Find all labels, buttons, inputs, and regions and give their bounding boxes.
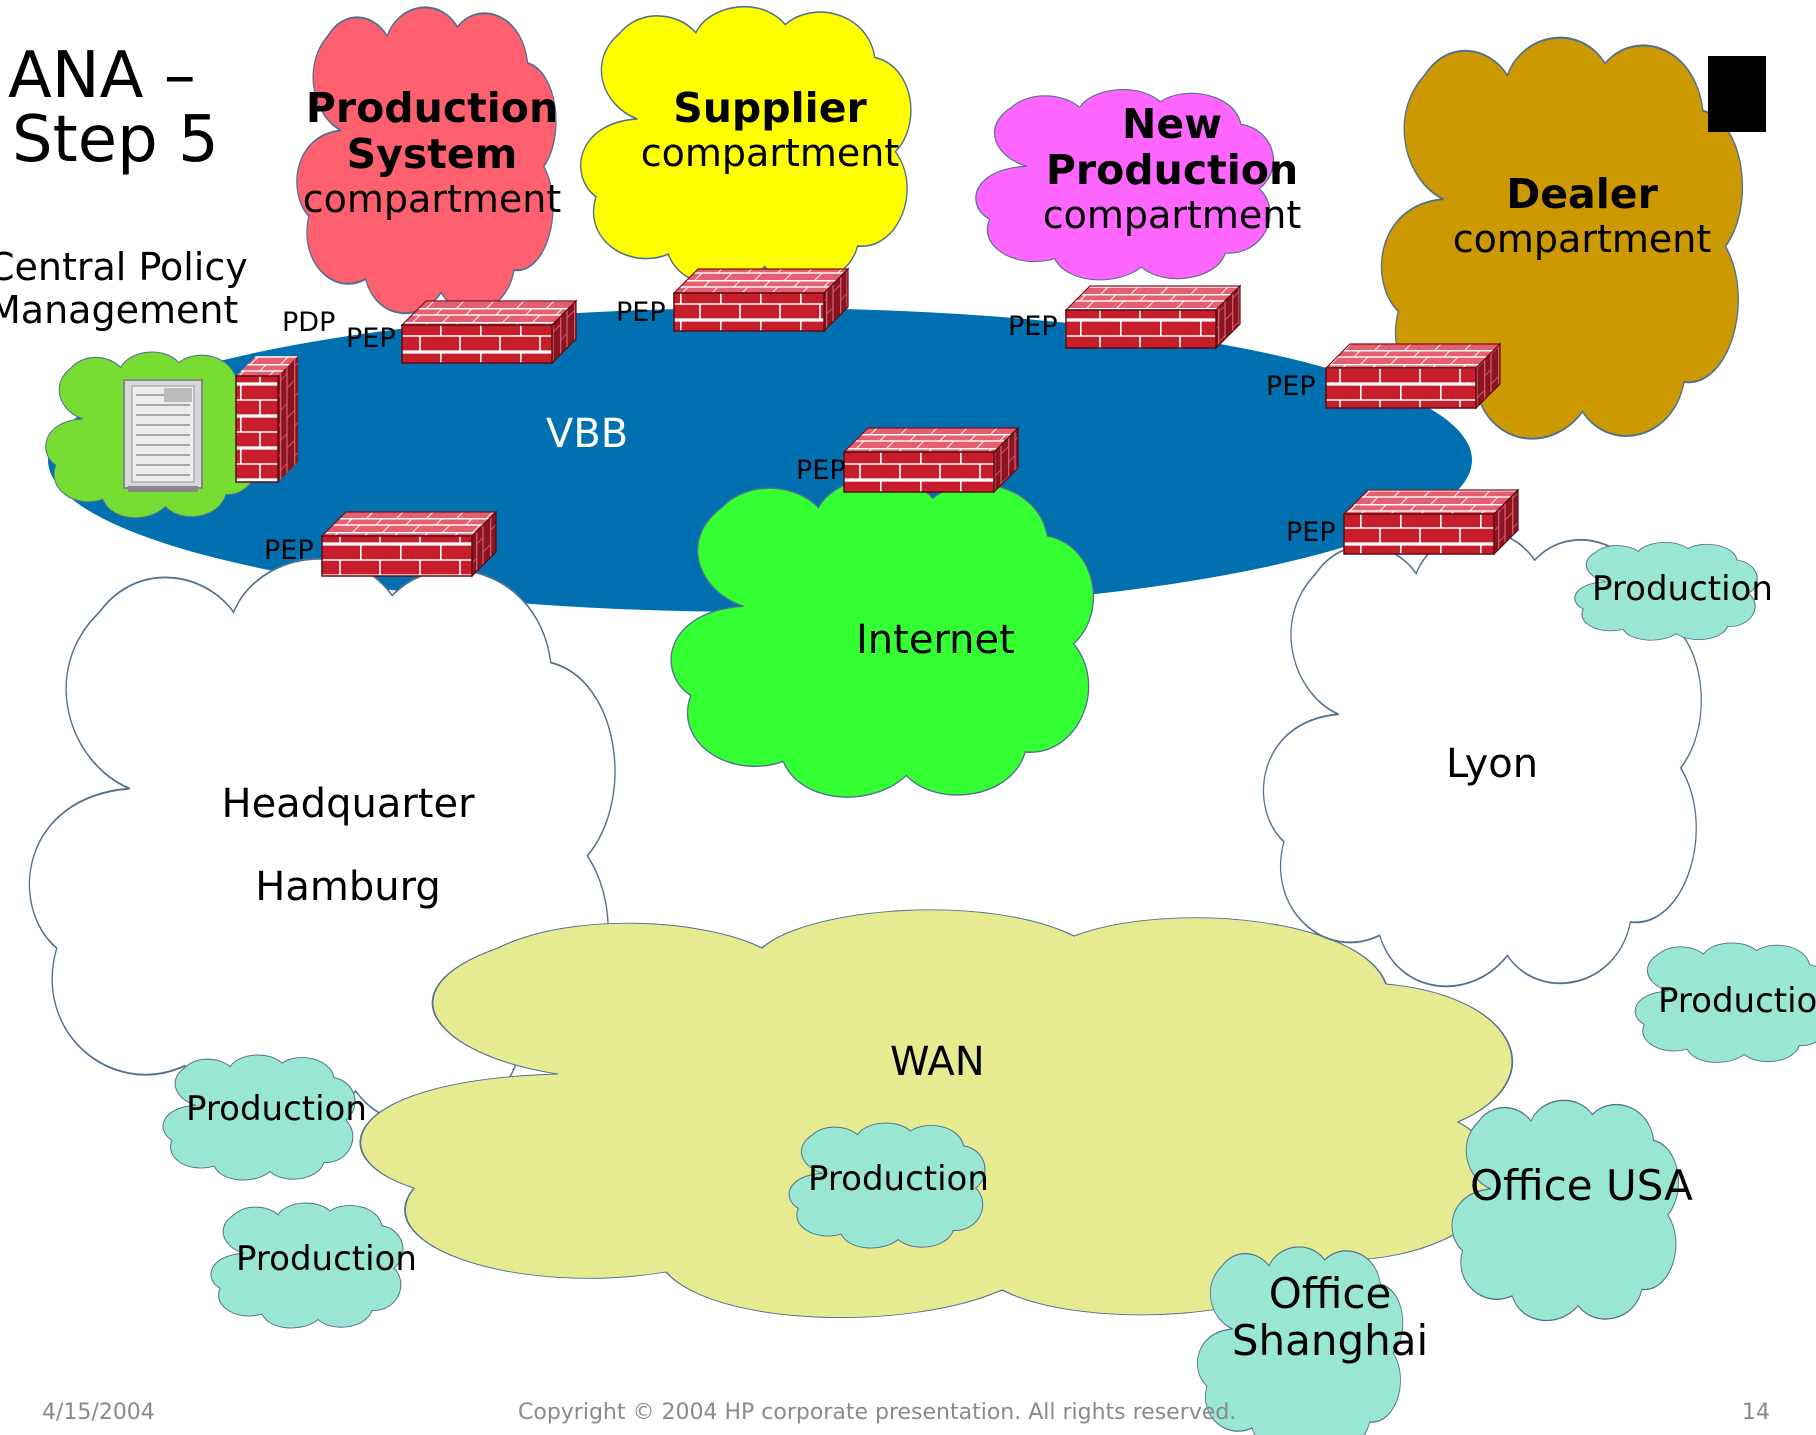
- internet-label: Internet: [856, 617, 1015, 663]
- firewall-lyon-icon: [1342, 488, 1520, 556]
- office-usa-label: Office USA: [1470, 1161, 1693, 1210]
- firewall-internet-icon: [842, 426, 1020, 494]
- pep-label-headquarter: PEP: [264, 535, 314, 566]
- headquarter-label: Headquarter Hamburg: [221, 782, 474, 910]
- logo-icon: [1708, 56, 1766, 132]
- office-shanghai-line-2: Shanghai: [1231, 1316, 1429, 1366]
- pep-label-dealer: PEP: [1266, 371, 1316, 402]
- new-production-bold-1: New: [1122, 100, 1222, 148]
- firewall-supplier-icon: [672, 267, 850, 333]
- slide-title: ANA – Step 5: [8, 44, 219, 172]
- policy-label: Central Policy Management: [0, 246, 248, 331]
- new-production-word: compartment: [1042, 192, 1302, 237]
- new-production-bold-2: Production: [1045, 145, 1299, 194]
- firewall-headquarter-icon: [320, 510, 498, 578]
- supplier-bold: Supplier: [673, 84, 867, 132]
- title-line-2: Step 5: [12, 103, 219, 177]
- pep-label-production-system: PEP: [346, 323, 396, 354]
- server-icon: [123, 379, 203, 492]
- pep-label-internet: PEP: [796, 455, 846, 486]
- pep-label-supplier: PEP: [616, 297, 666, 328]
- production-system-label: Production System compartment: [302, 84, 562, 221]
- footer-page-number: 14: [1742, 1400, 1770, 1425]
- pep-label-lyon: PEP: [1286, 517, 1336, 548]
- office-usa-cloud: [1451, 1099, 1680, 1322]
- firewall-dealer-icon: [1324, 342, 1502, 410]
- production-label-hq-bottom: Production: [236, 1239, 417, 1279]
- lyon-label: Lyon: [1446, 741, 1539, 787]
- production-system-bold-1: Production: [305, 84, 559, 132]
- policy-firewall-icon: [235, 356, 298, 483]
- policy-label-line-2: Management: [0, 287, 239, 332]
- footer-copyright: Copyright © 2004 HP corporate presentati…: [518, 1400, 1237, 1425]
- vbb-label: VBB: [546, 411, 629, 457]
- production-system-bold-2: System: [346, 129, 518, 178]
- pdp-label: PDP: [282, 307, 336, 338]
- production-label-lyon-bottom: Production: [1658, 981, 1816, 1021]
- production-system-word: compartment: [302, 176, 562, 221]
- dealer-bold: Dealer: [1506, 170, 1658, 218]
- production-label-wan: Production: [808, 1159, 989, 1199]
- supplier-label: Supplier compartment: [640, 84, 900, 175]
- production-label-lyon-top: Production: [1592, 569, 1773, 609]
- supplier-word: compartment: [640, 130, 900, 175]
- office-shanghai-line-1: Office: [1268, 1269, 1392, 1318]
- pep-label-new-production: PEP: [1008, 311, 1058, 342]
- policy-label-line-1: Central Policy: [0, 245, 248, 289]
- firewall-new-production-icon: [1064, 284, 1242, 350]
- headquarter-line-2: Hamburg: [255, 863, 441, 910]
- production-label-hq-top: Production: [186, 1089, 367, 1129]
- headquarter-line-1: Headquarter: [221, 781, 475, 827]
- dealer-label: Dealer compartment: [1452, 170, 1712, 261]
- wan-label: WAN: [890, 1039, 985, 1085]
- footer-date: 4/15/2004: [42, 1400, 155, 1425]
- dealer-word: compartment: [1452, 216, 1712, 261]
- new-production-label: New Production compartment: [1042, 100, 1302, 237]
- title-line-1: ANA –: [8, 39, 196, 113]
- firewalls: [320, 267, 1520, 578]
- firewall-production-system-icon: [400, 299, 578, 365]
- office-shanghai-label: Office Shanghai: [1232, 1270, 1428, 1364]
